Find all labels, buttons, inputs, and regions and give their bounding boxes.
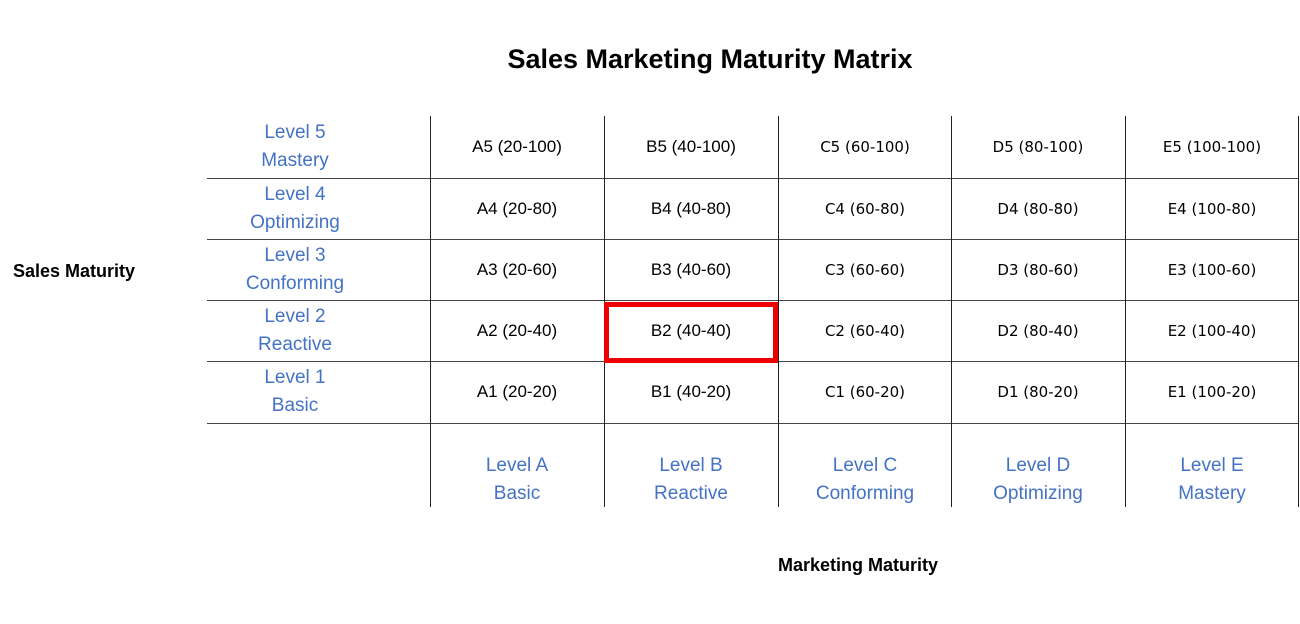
matrix-cell: C4 (60-80) [824,199,906,218]
column-label: Level C Conforming [778,452,952,508]
row-label-name: Optimizing [250,211,340,233]
column-label-name: Conforming [815,483,915,504]
row-label: Level 1 Basic [207,361,383,422]
grid-line [207,300,1299,301]
column-label-name: Optimizing [993,483,1083,504]
column-label-level: Level C [832,455,898,476]
diagram-title: Sales Marketing Maturity Matrix [507,44,913,74]
row-label: Level 4 Optimizing [207,178,383,239]
row-label-name: Mastery [261,149,329,171]
grid-line [951,116,952,507]
matrix-cell: D2 (80-40) [997,321,1079,340]
row-label-level: Level 2 [264,305,326,327]
matrix-cell: E4 (100-80) [1167,199,1257,218]
row-label: Level 2 Reactive [207,300,383,361]
matrix-cell: D5 (80-100) [992,137,1084,156]
row-label-level: Level 5 [264,121,326,143]
matrix-cell: A1 (20-20) [476,381,558,401]
grid-line [1298,116,1299,507]
matrix-cell: B2 (40-40) [650,320,732,340]
column-label-name: Basic [493,483,541,504]
matrix-cell: C3 (60-60) [824,260,906,279]
matrix-cell: E1 (100-20) [1167,382,1257,401]
grid-line [1125,116,1126,507]
row-label: Level 3 Conforming [207,239,383,300]
matrix-cell: A4 (20-80) [476,198,558,218]
row-label-level: Level 1 [264,366,326,388]
matrix-cell: E3 (100-60) [1167,260,1257,279]
column-label: Level B Reactive [604,452,778,508]
matrix-cell: A5 (20-100) [472,136,562,156]
matrix-cell: B5 (40-100) [646,136,736,156]
column-label-name: Mastery [1178,483,1246,504]
x-axis-label: Marketing Maturity [778,555,939,575]
column-label: Level E Mastery [1125,452,1299,508]
row-label-name: Conforming [245,272,345,294]
matrix-cell: D3 (80-60) [997,260,1079,279]
column-label-level: Level A [485,455,549,476]
matrix-cell: D4 (80-80) [997,199,1079,218]
matrix-cell: D1 (80-20) [997,382,1079,401]
grid-line [207,178,1299,179]
row-label: Level 5 Mastery [207,116,383,177]
matrix-cell: B4 (40-80) [650,198,732,218]
column-label: Level D Optimizing [951,452,1125,508]
column-label-level: Level B [659,455,723,476]
matrix-cell: B1 (40-20) [650,381,732,401]
matrix-cell: E2 (100-40) [1167,321,1257,340]
column-label-level: Level E [1180,455,1244,476]
matrix-cell: B3 (40-60) [650,259,732,279]
matrix-cell: E5 (100-100) [1162,137,1262,156]
grid-line [207,423,1299,424]
row-label-level: Level 4 [264,183,326,205]
column-label-level: Level D [1005,455,1071,476]
grid-line [430,116,431,507]
matrix-cell: C1 (60-20) [824,382,906,401]
y-axis-label: Sales Maturity [13,261,136,281]
column-label-name: Reactive [654,483,728,504]
matrix-cell: C5 (60-100) [820,137,910,156]
row-label-name: Basic [271,394,319,416]
grid-line [778,116,779,507]
row-label-level: Level 3 [264,244,326,266]
row-label-name: Reactive [258,333,332,355]
highlighted-cell-border [604,302,778,363]
matrix-cell: C2 (60-40) [824,321,906,340]
matrix-cell: A2 (20-40) [476,320,558,340]
grid-line [207,239,1299,240]
column-label: Level A Basic [430,452,604,508]
matrix-cell: A3 (20-60) [476,259,558,279]
